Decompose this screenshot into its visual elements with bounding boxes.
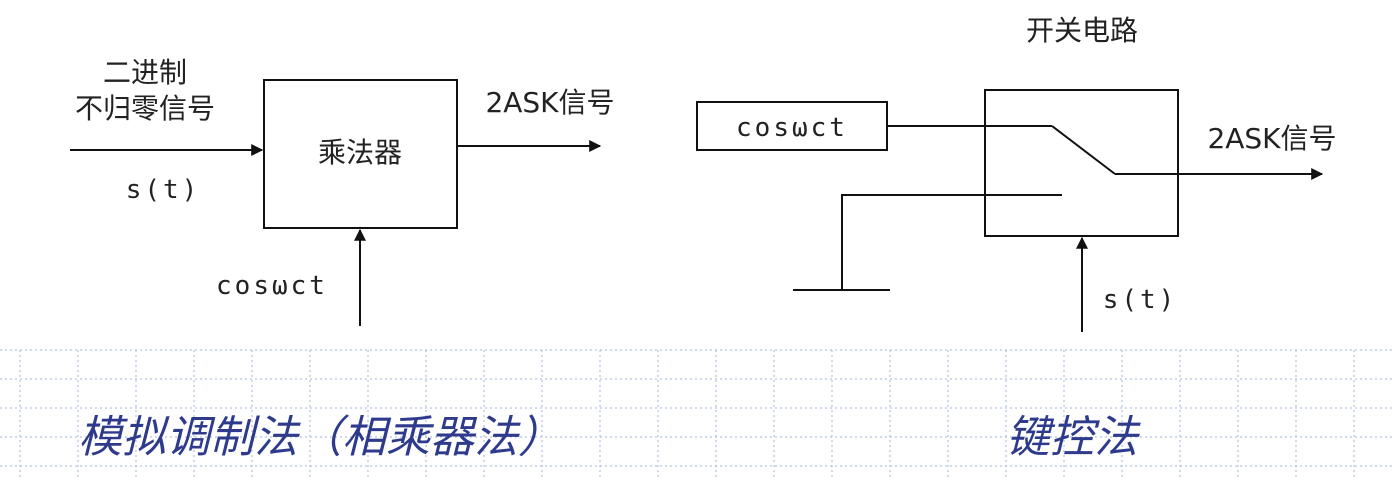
multiplier-method-diagram: 二进制 不归零信号 s(t) 乘法器 2ASK信号 cosωct — [70, 56, 615, 326]
switch-circuit-block — [984, 89, 1179, 237]
control-signal-label: s(t) — [1103, 285, 1178, 315]
carrier-box-label: cosωct — [736, 113, 848, 143]
multiplier-label: 乘法器 — [318, 136, 402, 169]
carrier-source-box — [696, 101, 888, 151]
background-grid — [0, 349, 1392, 479]
input-label-line2: 不归零信号 — [75, 92, 215, 125]
keying-method-diagram: 开关电路 cosωct 2ASK信号 s(t) — [696, 14, 1337, 332]
ground-wire — [841, 194, 1062, 290]
carrier-label: cosωct — [216, 271, 328, 301]
multiplier-block — [263, 79, 458, 229]
switch-output-label: 2ASK信号 — [1207, 122, 1336, 155]
caption-keying-method: 键控法 — [1006, 412, 1141, 463]
input-signal-label: s(t) — [126, 175, 201, 205]
output-label: 2ASK信号 — [485, 86, 614, 119]
caption-analog-modulation: 模拟调制法（相乘器法） — [78, 412, 562, 463]
input-label-line1: 二进制 — [103, 56, 187, 89]
switch-blade — [1051, 125, 1116, 175]
switch-circuit-title: 开关电路 — [1026, 14, 1138, 47]
